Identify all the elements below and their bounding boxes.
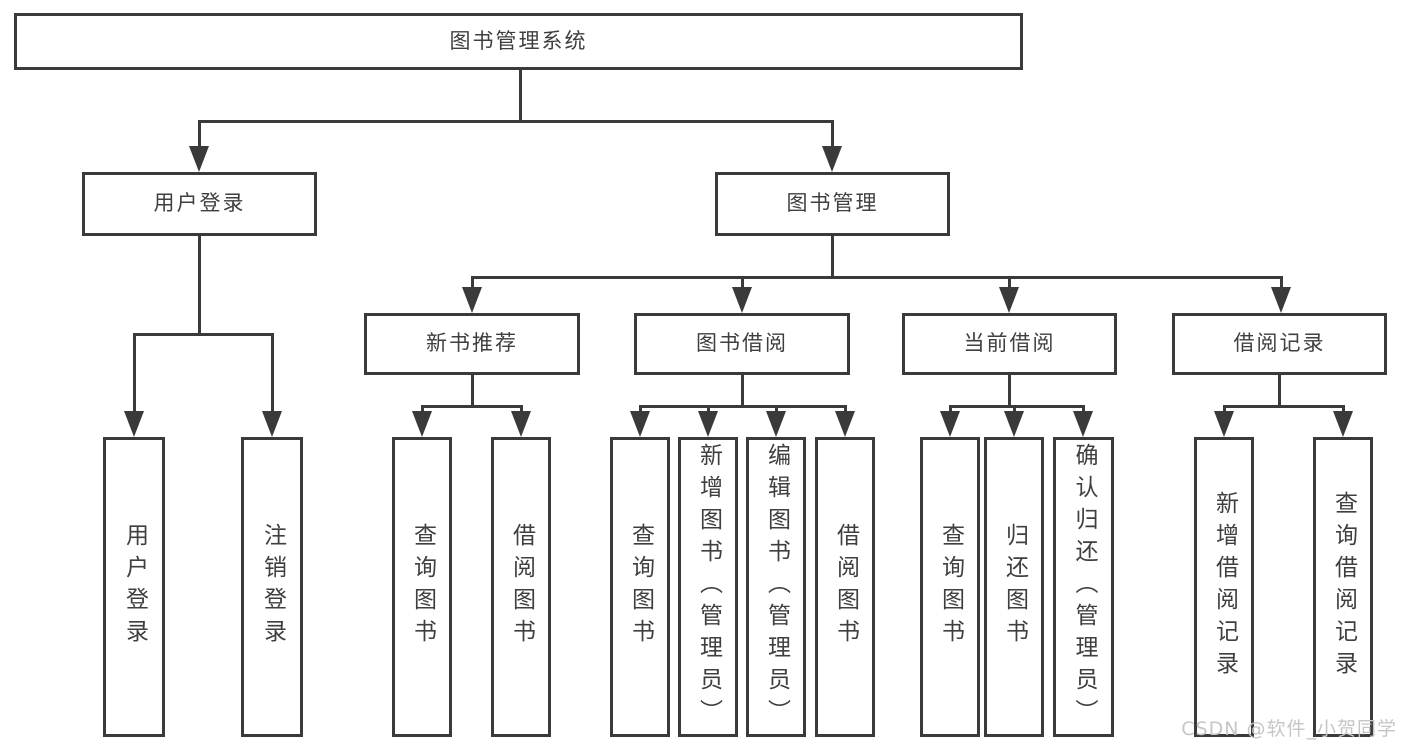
leaf-add-books-admin-label: 新增图书（管理员） <box>695 443 722 731</box>
node-book-management-label: 图书管理 <box>786 191 879 216</box>
node-library-system: 图书管理系统 <box>14 13 1023 70</box>
arrow-down-icon <box>1004 411 1024 437</box>
connector-line-horizontal <box>197 120 834 123</box>
connector-line-vertical <box>470 375 474 408</box>
connector-line-vertical <box>420 405 424 413</box>
arrow-down-icon <box>1333 411 1353 437</box>
connector-line-vertical <box>519 405 523 413</box>
connector-line-vertical <box>1081 405 1085 413</box>
watermark: CSDN @软件_小贺同学 <box>1181 718 1397 740</box>
leaf-add-books-admin: 新增图书（管理员） <box>678 437 738 737</box>
leaf-current-query-books: 查询图书 <box>920 437 980 737</box>
leaf-logout-label: 注销登录 <box>259 523 286 651</box>
arrow-down-icon <box>698 411 718 437</box>
connector-line-horizontal <box>470 276 1283 279</box>
connector-line-vertical <box>1007 276 1011 289</box>
connector-line-vertical <box>518 70 522 121</box>
node-current-borrowing-label: 当前借阅 <box>963 331 1056 356</box>
arrow-down-icon <box>412 411 432 437</box>
leaf-borrow-books: 借阅图书 <box>815 437 875 737</box>
leaf-current-query-books-label: 查询图书 <box>937 523 964 651</box>
node-new-book-recommend: 新书推荐 <box>364 313 580 375</box>
leaf-add-borrow-record: 新增借阅记录 <box>1194 437 1254 737</box>
node-user-login: 用户登录 <box>82 172 317 236</box>
connector-line-vertical <box>774 405 778 413</box>
leaf-query-borrow-record-label: 查询借阅记录 <box>1330 491 1357 683</box>
arrow-down-icon <box>630 411 650 437</box>
connector-line-vertical <box>1341 405 1345 413</box>
connector-line-horizontal <box>132 333 274 336</box>
leaf-borrow-query-books-label: 查询图书 <box>627 523 654 651</box>
arrow-down-icon <box>940 411 960 437</box>
connector-line-vertical <box>948 405 952 413</box>
arrow-down-icon <box>1214 411 1234 437</box>
leaf-edit-books-admin-label: 编辑图书（管理员） <box>763 443 790 731</box>
leaf-recommend-borrow-books-label: 借阅图书 <box>508 523 535 651</box>
connector-line-vertical <box>197 236 201 336</box>
leaf-user-login-label: 用户登录 <box>121 523 148 651</box>
arrow-down-icon <box>124 411 144 437</box>
node-current-borrowing: 当前借阅 <box>902 313 1117 375</box>
connector-line-vertical <box>706 405 710 413</box>
connector-line-vertical <box>843 405 847 413</box>
node-borrowing-records-label: 借阅记录 <box>1233 331 1326 356</box>
connector-line-vertical <box>1277 375 1281 408</box>
arrow-down-icon <box>822 146 842 172</box>
leaf-recommend-query-books-label: 查询图书 <box>409 523 436 651</box>
connector-line-vertical <box>830 236 834 279</box>
arrow-down-icon <box>511 411 531 437</box>
arrow-down-icon <box>766 411 786 437</box>
leaf-edit-books-admin: 编辑图书（管理员） <box>746 437 806 737</box>
connector-line-vertical <box>638 405 642 413</box>
arrow-down-icon <box>1073 411 1093 437</box>
connector-line-vertical <box>197 120 201 148</box>
node-library-system-label: 图书管理系统 <box>449 28 588 53</box>
connector-line-horizontal <box>638 405 847 408</box>
connector-line-vertical <box>132 333 136 413</box>
connector-line-horizontal <box>1222 405 1345 408</box>
node-new-book-recommend-label: 新书推荐 <box>426 331 518 356</box>
leaf-user-login: 用户登录 <box>103 437 165 737</box>
connector-line-vertical <box>740 276 744 289</box>
arrow-down-icon <box>262 411 282 437</box>
connector-line-vertical <box>470 276 474 289</box>
leaf-borrow-query-books: 查询图书 <box>610 437 670 737</box>
node-book-borrowing-label: 图书借阅 <box>696 331 788 356</box>
connector-line-vertical <box>1012 405 1016 413</box>
leaf-logout: 注销登录 <box>241 437 303 737</box>
arrow-down-icon <box>189 146 209 172</box>
arrow-down-icon <box>1271 287 1291 313</box>
connector-line-vertical <box>1007 375 1011 408</box>
leaf-add-borrow-record-label: 新增借阅记录 <box>1211 491 1238 683</box>
arrow-down-icon <box>732 287 752 313</box>
leaf-recommend-borrow-books: 借阅图书 <box>491 437 551 737</box>
connector-line-vertical <box>1279 276 1283 289</box>
connector-line-horizontal <box>420 405 523 408</box>
arrow-down-icon <box>462 287 482 313</box>
node-user-login-label: 用户登录 <box>153 191 246 216</box>
connector-line-vertical <box>270 333 274 413</box>
leaf-return-books: 归还图书 <box>984 437 1044 737</box>
arrow-down-icon <box>835 411 855 437</box>
leaf-query-borrow-record: 查询借阅记录 <box>1313 437 1373 737</box>
leaf-confirm-return-admin: 确认归还（管理员） <box>1053 437 1114 737</box>
node-book-borrowing: 图书借阅 <box>634 313 850 375</box>
connector-line-vertical <box>740 375 744 408</box>
arrow-down-icon <box>999 287 1019 313</box>
node-borrowing-records: 借阅记录 <box>1172 313 1387 375</box>
connector-line-horizontal <box>948 405 1085 408</box>
connector-line-vertical <box>1222 405 1226 413</box>
leaf-borrow-books-label: 借阅图书 <box>832 523 859 651</box>
connector-line-vertical <box>830 120 834 148</box>
leaf-return-books-label: 归还图书 <box>1001 523 1028 651</box>
leaf-recommend-query-books: 查询图书 <box>392 437 452 737</box>
node-book-management: 图书管理 <box>715 172 950 236</box>
leaf-confirm-return-admin-label: 确认归还（管理员） <box>1071 443 1097 731</box>
